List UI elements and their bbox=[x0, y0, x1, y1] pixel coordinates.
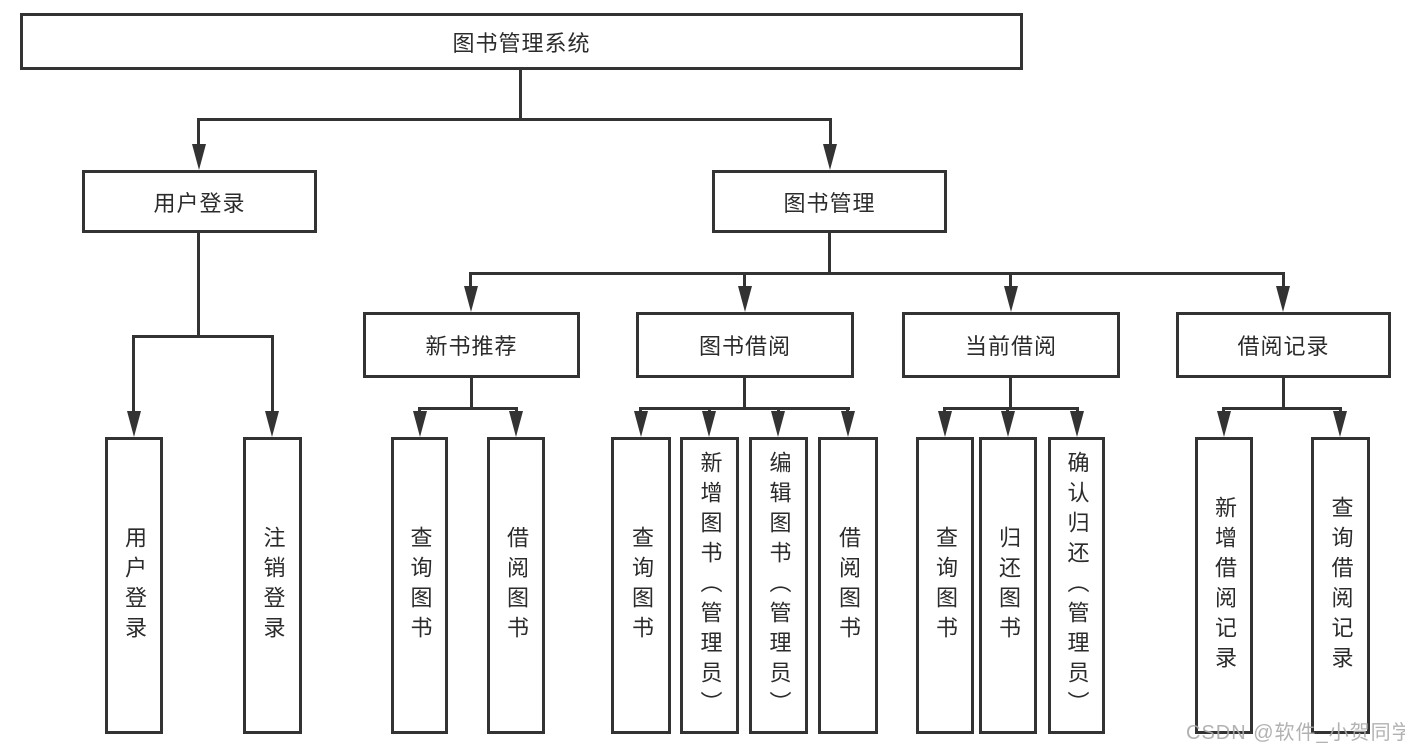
connector-line bbox=[197, 118, 200, 146]
connector-line bbox=[639, 407, 642, 413]
leaf-query-books-recommend: 查询图书 bbox=[391, 437, 448, 734]
connector-line bbox=[777, 407, 780, 413]
connector-line bbox=[846, 407, 849, 413]
connector-line bbox=[197, 118, 832, 121]
node-label: 借阅记录 bbox=[1237, 334, 1330, 359]
node-label: 借阅图书 bbox=[504, 525, 529, 646]
connector-line bbox=[1222, 407, 1342, 410]
csdn-watermark: CSDN @软件_小贺同学 bbox=[1186, 722, 1405, 744]
arrowhead-icon bbox=[771, 411, 785, 437]
leaf-query-borrow-record: 查询借阅记录 bbox=[1311, 437, 1370, 734]
leaf-add-books-admin: 新增图书（管理员） bbox=[680, 437, 739, 734]
connector-line bbox=[271, 335, 274, 413]
leaf-query-books-current: 查询图书 bbox=[916, 437, 974, 734]
node-label: 用户登录 bbox=[153, 190, 246, 216]
node-label: 查询图书 bbox=[933, 525, 958, 646]
arrowhead-icon bbox=[702, 411, 716, 437]
connector-line bbox=[132, 335, 135, 413]
node-label: 当前借阅 bbox=[964, 334, 1057, 359]
node-borrow-records: 借阅记录 bbox=[1176, 312, 1391, 378]
connector-line bbox=[828, 233, 831, 274]
arrowhead-icon bbox=[265, 411, 279, 437]
arrowhead-icon bbox=[823, 144, 837, 170]
arrowhead-icon bbox=[938, 411, 952, 437]
connector-line bbox=[197, 233, 200, 337]
connector-line bbox=[469, 272, 1285, 275]
node-book-management: 图书管理 bbox=[712, 170, 947, 233]
node-label: 查询借阅记录 bbox=[1328, 495, 1354, 676]
connector-line bbox=[1282, 272, 1285, 288]
connector-line bbox=[1282, 378, 1285, 409]
node-label: 归还图书 bbox=[996, 525, 1021, 646]
node-label: 新增借阅记录 bbox=[1212, 495, 1237, 676]
node-label: 编辑图书（管理员） bbox=[766, 450, 792, 721]
node-new-book-recommend: 新书推荐 bbox=[363, 312, 580, 378]
leaf-query-books-borrow: 查询图书 bbox=[611, 437, 671, 734]
connector-line bbox=[418, 407, 518, 410]
connector-line bbox=[132, 335, 274, 338]
node-label: 图书借阅 bbox=[698, 334, 791, 359]
connector-line bbox=[743, 272, 746, 288]
leaf-confirm-return-admin: 确认归还（管理员） bbox=[1048, 437, 1105, 734]
connector-line bbox=[1339, 407, 1342, 413]
node-current-borrow: 当前借阅 bbox=[902, 312, 1120, 378]
node-user-login: 用户登录 bbox=[82, 170, 317, 233]
connector-line bbox=[1006, 407, 1009, 413]
node-label: 查询图书 bbox=[407, 525, 433, 646]
connector-line bbox=[743, 378, 746, 409]
node-system-root: 图书管理系统 bbox=[20, 13, 1023, 70]
node-book-borrow: 图书借阅 bbox=[636, 312, 854, 378]
connector-line bbox=[708, 407, 711, 413]
arrowhead-icon bbox=[1004, 286, 1018, 312]
arrowhead-icon bbox=[634, 411, 648, 437]
arrowhead-icon bbox=[509, 411, 523, 437]
node-label: 图书管理系统 bbox=[452, 30, 591, 56]
arrowhead-icon bbox=[1217, 411, 1231, 437]
connector-line bbox=[1222, 407, 1225, 413]
connector-line bbox=[1009, 272, 1012, 288]
leaf-user-login: 用户登录 bbox=[105, 437, 163, 734]
node-label: 查询图书 bbox=[629, 525, 654, 646]
arrowhead-icon bbox=[1001, 411, 1015, 437]
connector-line bbox=[418, 407, 421, 413]
connector-line bbox=[639, 407, 850, 410]
connector-line bbox=[1076, 407, 1079, 413]
arrowhead-icon bbox=[841, 411, 855, 437]
connector-line bbox=[829, 118, 832, 146]
leaf-borrow-books-recommend: 借阅图书 bbox=[487, 437, 545, 734]
node-label: 借阅图书 bbox=[836, 525, 861, 646]
connector-line bbox=[469, 272, 472, 288]
node-label: 确认归还（管理员） bbox=[1064, 450, 1090, 721]
arrowhead-icon bbox=[464, 286, 478, 312]
connector-line bbox=[470, 378, 473, 409]
node-label: 用户登录 bbox=[122, 525, 147, 646]
connector-line bbox=[519, 70, 522, 120]
leaf-add-borrow-record: 新增借阅记录 bbox=[1195, 437, 1253, 734]
connector-line bbox=[943, 407, 1079, 410]
arrowhead-icon bbox=[192, 144, 206, 170]
leaf-logout: 注销登录 bbox=[243, 437, 302, 734]
leaf-edit-books-admin: 编辑图书（管理员） bbox=[749, 437, 808, 734]
connector-line bbox=[515, 407, 518, 413]
leaf-return-books: 归还图书 bbox=[979, 437, 1037, 734]
connector-line bbox=[943, 407, 946, 413]
leaf-borrow-books: 借阅图书 bbox=[818, 437, 878, 734]
connector-line bbox=[1009, 378, 1012, 409]
arrowhead-icon bbox=[413, 411, 427, 437]
arrowhead-icon bbox=[1070, 411, 1084, 437]
arrowhead-icon bbox=[1276, 286, 1290, 312]
arrowhead-icon bbox=[738, 286, 752, 312]
arrowhead-icon bbox=[1333, 411, 1347, 437]
node-label: 图书管理 bbox=[783, 190, 876, 216]
node-label: 注销登录 bbox=[260, 525, 286, 646]
arrowhead-icon bbox=[127, 411, 141, 437]
node-label: 新增图书（管理员） bbox=[697, 450, 723, 721]
node-label: 新书推荐 bbox=[425, 334, 518, 359]
